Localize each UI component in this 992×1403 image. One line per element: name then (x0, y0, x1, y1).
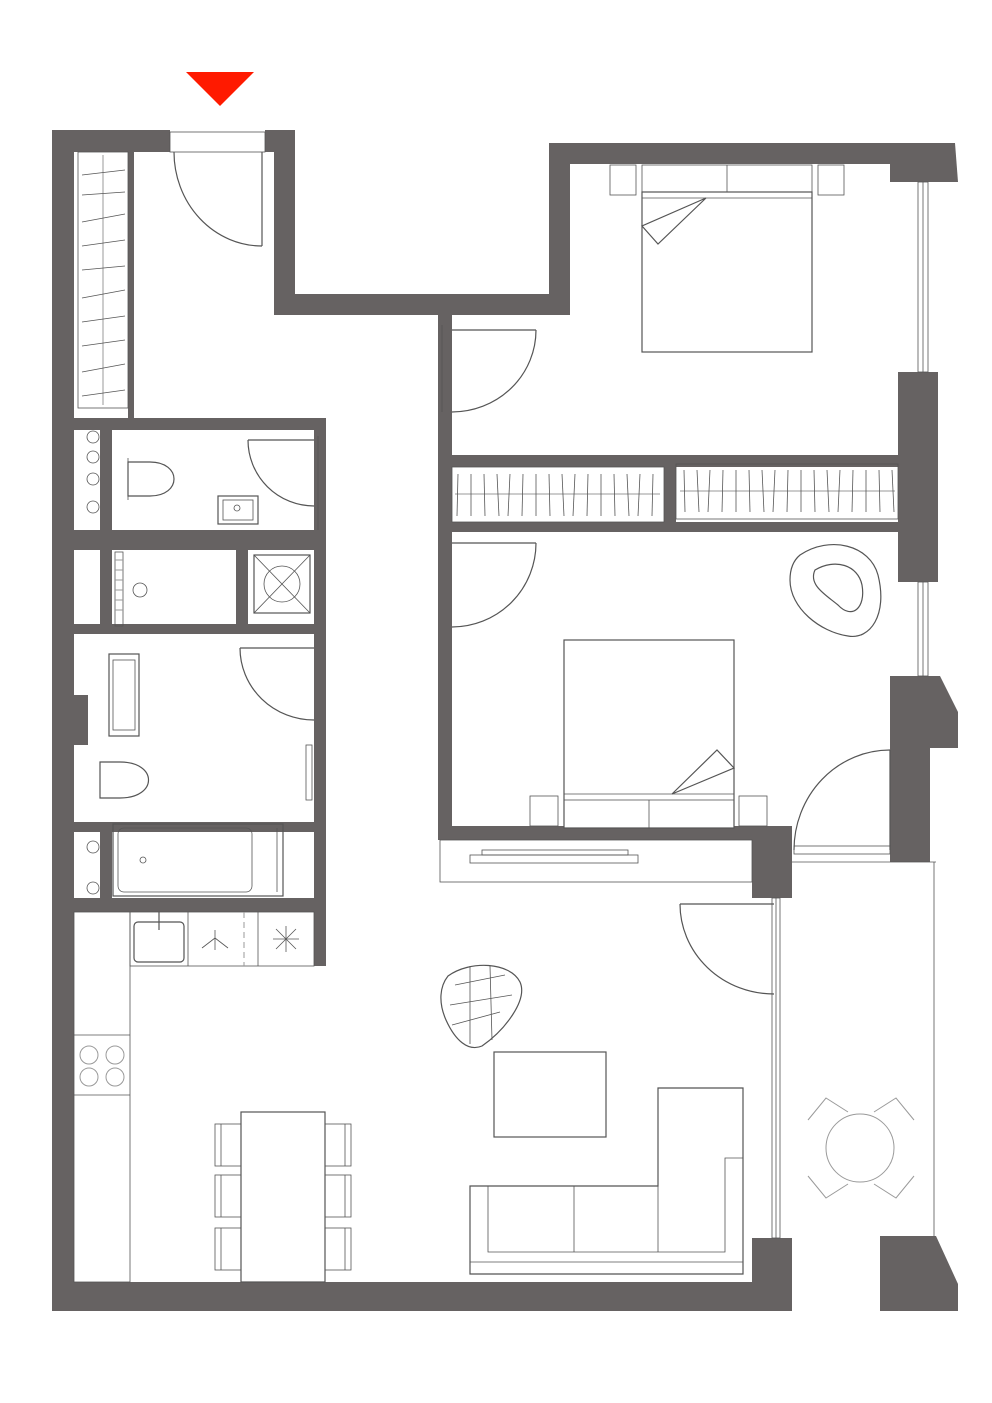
hanger-mark (891, 469, 895, 513)
corridor-shelf (439, 839, 753, 883)
bathroom-door (239, 647, 315, 801)
hanger-mark (721, 469, 724, 513)
entrance-door (169, 131, 266, 247)
hanger-mark (683, 469, 686, 513)
hanger-mark (483, 473, 486, 517)
hanger-mark (572, 473, 576, 517)
hanger-mark (786, 469, 789, 513)
hanger-mark (456, 473, 459, 517)
shower-icon (114, 551, 148, 627)
entrance-arrow-icon (186, 72, 254, 106)
toilet-icon (127, 458, 175, 500)
living-balcony-door (679, 897, 781, 1239)
armchair-icon (440, 964, 523, 1049)
wardrobe-icon (451, 463, 899, 523)
hanger-mark (651, 473, 654, 517)
balcony-table-icon (807, 1097, 915, 1199)
hanger-mark (521, 473, 524, 517)
hanger-mark (696, 469, 700, 513)
bathtub-icon (112, 823, 284, 897)
bedroom-2-door (451, 542, 537, 628)
wardrobe-icon (77, 151, 129, 409)
kitchen-counter (73, 911, 315, 1283)
dishwasher-icon (201, 930, 229, 950)
fridge-icon (273, 926, 299, 952)
hanger-mark (878, 469, 881, 513)
hanger-mark (707, 469, 711, 513)
armchair-icon (789, 544, 882, 637)
balcony-door (793, 749, 891, 855)
hanger-mark (748, 469, 751, 513)
sofa-icon (469, 1087, 744, 1275)
sink-icon (108, 653, 140, 737)
bed-icon (609, 164, 845, 353)
toilet-icon (99, 761, 149, 799)
hanger-mark (613, 473, 616, 517)
bedroom-1-window (917, 181, 929, 677)
stove-icon (79, 1045, 125, 1087)
wc-door (247, 436, 319, 530)
walls (52, 130, 958, 1311)
hanger-mark (813, 469, 816, 513)
coffee-table-icon (493, 1051, 607, 1138)
bedroom-1-door (441, 325, 537, 413)
hanger-mark (772, 469, 776, 513)
dining-table-icon (214, 1111, 352, 1283)
hanger-mark (507, 473, 511, 517)
wardrobe-hangers (456, 469, 895, 517)
hanger-mark (496, 473, 500, 517)
hanger-mark (548, 473, 551, 517)
hanger-mark (761, 469, 765, 513)
hanger-mark (851, 469, 854, 513)
service-shaft (86, 430, 100, 895)
balcony (792, 861, 936, 1236)
hanger-mark (626, 473, 630, 517)
sink-icon (133, 912, 185, 963)
bed-icon (529, 639, 768, 829)
hanger-mark (586, 473, 589, 517)
hanger-mark (561, 473, 565, 517)
hanger-mark (826, 469, 830, 513)
hanger-mark (837, 469, 841, 513)
sink-icon (217, 495, 259, 525)
washing-machine-icon (253, 554, 311, 614)
hanger-mark (637, 473, 641, 517)
